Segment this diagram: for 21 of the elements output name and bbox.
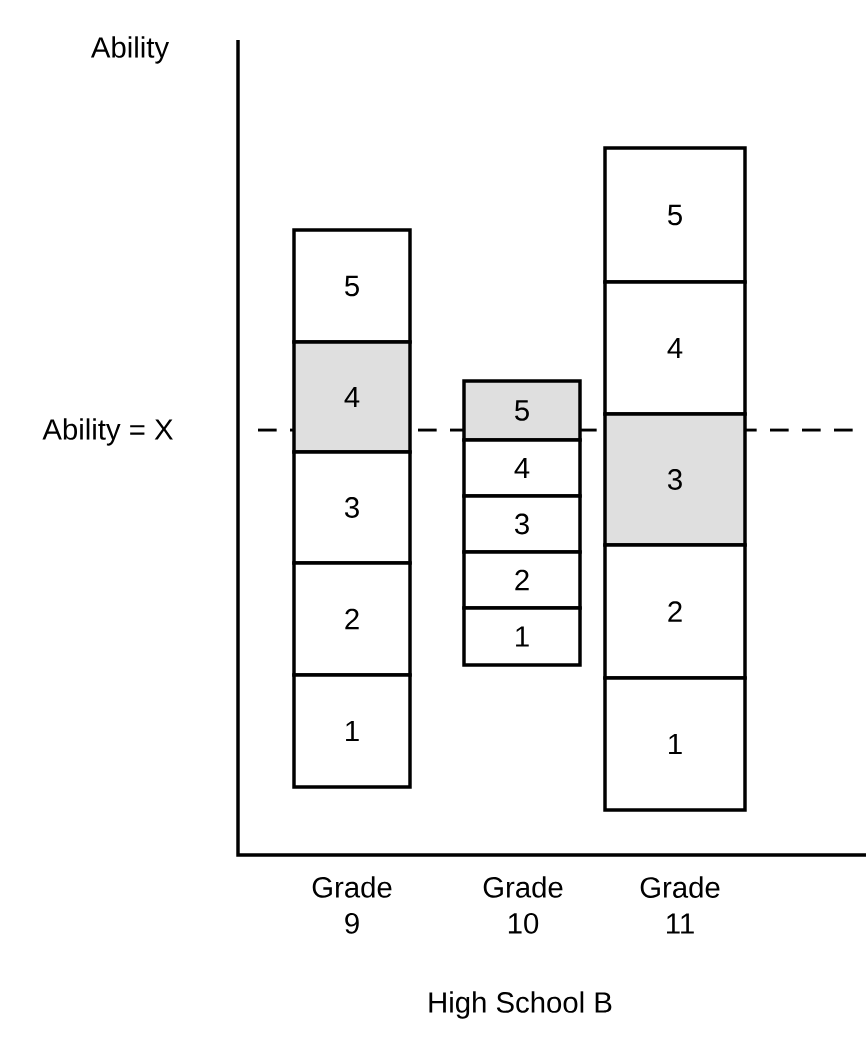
category-label: Grade 9 — [312, 876, 392, 934]
ability-cell: 3 — [603, 412, 747, 547]
ability-cell: 5 — [603, 146, 747, 284]
ability-cell: 2 — [292, 561, 412, 677]
ability-cell: 5 — [462, 379, 582, 442]
ability-cell: 4 — [292, 340, 412, 454]
threshold-label: Ability = X — [42, 418, 173, 446]
ability-cell: 1 — [603, 676, 747, 812]
axis-label: Ability — [90, 36, 170, 64]
ability-cell: 1 — [462, 606, 582, 667]
ability-cell: 4 — [462, 438, 582, 498]
ability-cell: 5 — [292, 228, 412, 344]
ability-cell: 3 — [292, 450, 412, 565]
ability-cell: 2 — [462, 550, 582, 610]
ability-cell: 2 — [603, 543, 747, 680]
ability-cell: 3 — [462, 494, 582, 554]
category-label: Grade 10 — [483, 876, 563, 934]
category-label: Grade 11 — [640, 876, 720, 934]
ability-cell: 4 — [603, 280, 747, 416]
axis-title: High School B — [429, 991, 612, 1019]
ability-cell: 1 — [292, 673, 412, 789]
